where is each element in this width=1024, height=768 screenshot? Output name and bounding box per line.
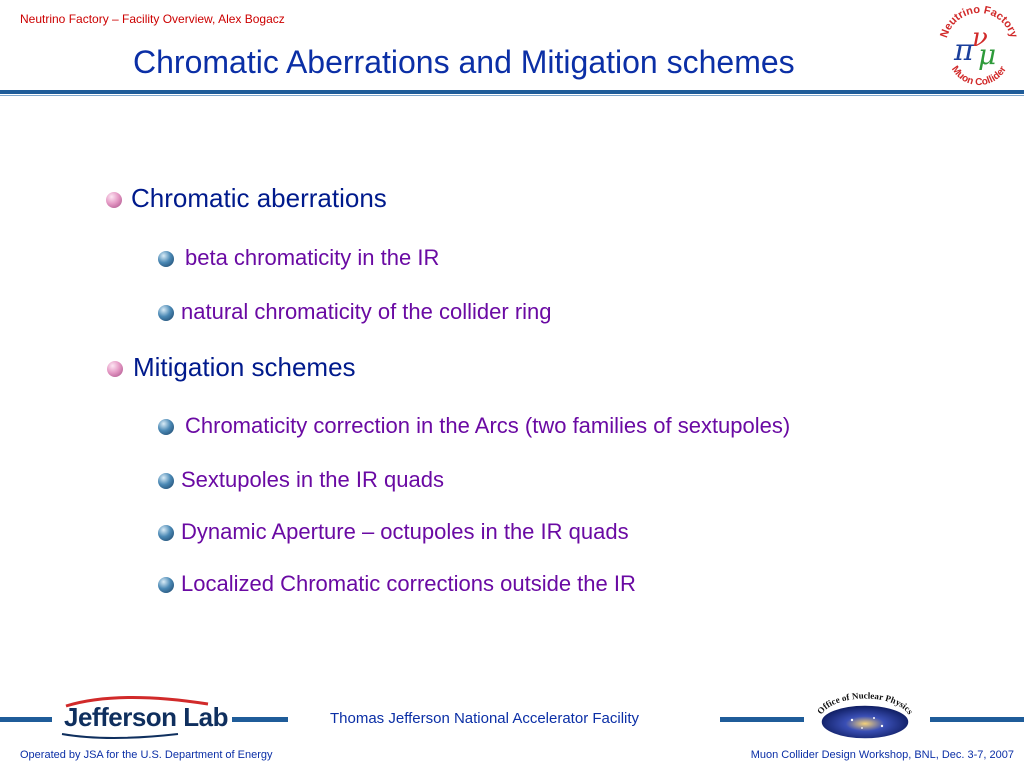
bullet-pink-icon [107,361,123,377]
list-item-beta-chromaticity: beta chromaticity in the IR [185,245,440,270]
footer-operated-by: Operated by JSA for the U.S. Department … [20,749,273,761]
footer-workshop: Muon Collider Design Workshop, BNL, Dec.… [750,749,1014,761]
list-item-dynamic-aperture: Dynamic Aperture – octupoles in the IR q… [181,519,629,544]
office-of-nuclear-physics-logo: Office of Nuclear Physics [815,692,916,740]
bullet-blue-icon [158,251,174,267]
logo-nu-symbol: ν [972,23,988,53]
header-rule-thin [0,95,1024,96]
section-heading-mitigation-schemes: Mitigation schemes [133,352,356,382]
logo-pi-symbol: π [953,33,975,68]
facility-name: Thomas Jefferson National Accelerator Fa… [330,710,640,727]
section-heading-chromatic-aberrations: Chromatic aberrations [131,183,387,213]
bullet-blue-icon [158,305,174,321]
list-item-localized-corrections: Localized Chromatic corrections outside … [181,571,636,596]
bullet-blue-icon [158,577,174,593]
bullet-pink-icon [106,192,122,208]
list-item-chromaticity-correction-arcs: Chromaticity correction in the Arcs (two… [185,413,791,438]
header-rule [0,90,1024,94]
footer-rule-mid-left [232,717,288,722]
footer-rule-mid-right [720,717,804,722]
list-item-natural-chromaticity: natural chromaticity of the collider rin… [181,299,552,324]
jefferson-lab-logo [61,695,209,739]
bullet-blue-icon [158,473,174,489]
list-item-sextupoles-ir-quads: Sextupoles in the IR quads [181,467,444,492]
bullet-blue-icon [158,419,174,435]
footer-rule-right [930,717,1024,722]
jefferson-lab-logo-text: Jefferson Lab [64,702,229,732]
slide-title: Chromatic Aberrations and Mitigation sch… [133,44,795,80]
logo-mu-symbol: μ [978,38,996,71]
header-subtitle: Neutrino Factory – Facility Overview, Al… [20,12,285,26]
footer-rule-left [0,717,52,722]
neutrino-factory-logo: Neutrino Factory Muon Collider π ν μ [938,4,1020,88]
bullet-blue-icon [158,525,174,541]
